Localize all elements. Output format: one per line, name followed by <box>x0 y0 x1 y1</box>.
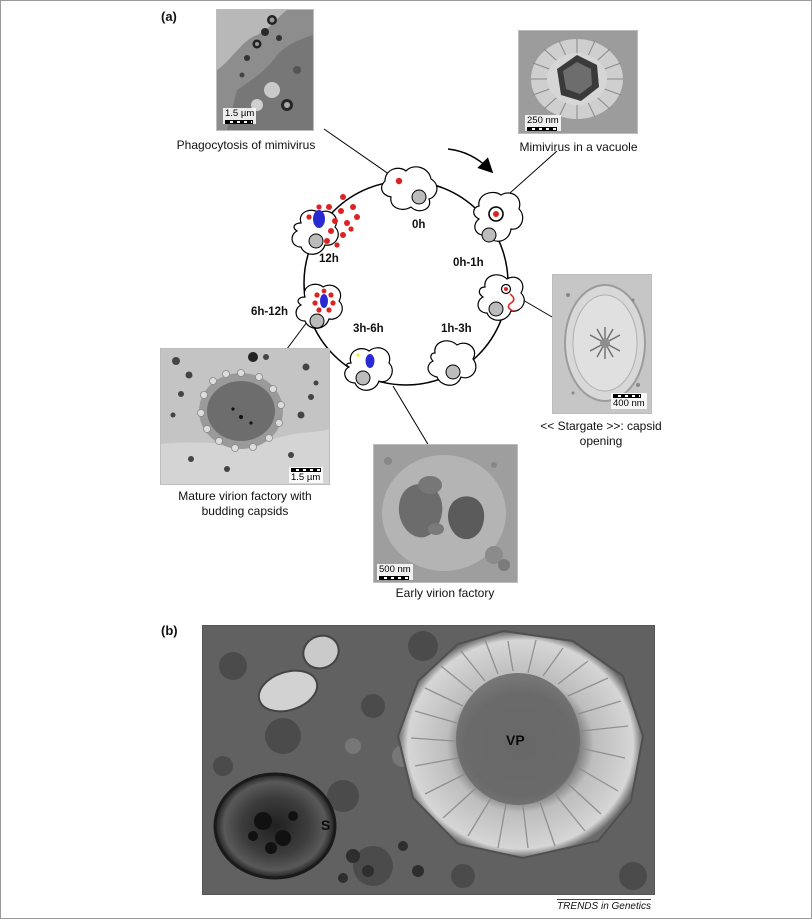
stage-label-0h: 0h <box>412 219 426 231</box>
stage-label-3h-6h: 3h-6h <box>353 323 384 335</box>
direction-arrow <box>447 148 494 174</box>
stage-label-1h-3h: 1h-3h <box>441 323 472 335</box>
caption-mature-factory: Mature virion factory with budding capsi… <box>178 489 312 518</box>
stage-label-0h-1h: 0h-1h <box>453 257 484 269</box>
scale-bar-early: 500 nm <box>377 564 413 580</box>
micrograph-stargate: 400 nm <box>552 274 652 414</box>
micrograph-phagocytosis: 1.5 µm <box>216 9 314 131</box>
cell-0h-1h <box>473 191 524 243</box>
caption-early-factory: Early virion factory <box>395 586 495 600</box>
cell-0h <box>381 166 438 212</box>
cell-3h-6h <box>344 347 393 391</box>
panel-a-label: (a) <box>161 9 177 24</box>
scale-bar-vacuole: 250 nm <box>525 115 561 131</box>
cell-stargate <box>477 274 525 321</box>
caption-vacuole: Mimivirus in a vacuole <box>519 140 638 154</box>
cell-1h-3h <box>427 340 477 386</box>
label-s: S <box>321 817 331 833</box>
panel-b-label: (b) <box>161 623 178 638</box>
stage-label-12h: 12h <box>319 253 339 265</box>
micrograph-vacuole: 250 nm <box>518 30 638 134</box>
cell-12h <box>291 194 360 255</box>
cell-6h-12h <box>295 283 343 329</box>
micrograph-panel-b: VP S <box>202 625 655 895</box>
label-vp: VP <box>506 732 525 748</box>
caption-stargate: << Stargate >>: capsid opening <box>540 419 662 448</box>
journal-footer: TRENDS in Genetics <box>557 899 651 912</box>
micrograph-mature-factory: 1.5 µm <box>160 348 330 485</box>
micrograph-early-factory: 500 nm <box>373 444 518 583</box>
scale-bar-mature: 1.5 µm <box>289 467 323 483</box>
caption-phagocytosis: Phagocytosis of mimivirus <box>176 138 316 152</box>
stage-label-6h-12h: 6h-12h <box>251 306 289 318</box>
scale-bar-stargate: 400 nm <box>611 393 647 409</box>
connector-phagocytosis <box>323 128 397 180</box>
scale-bar-phagocytosis: 1.5 µm <box>223 108 257 124</box>
